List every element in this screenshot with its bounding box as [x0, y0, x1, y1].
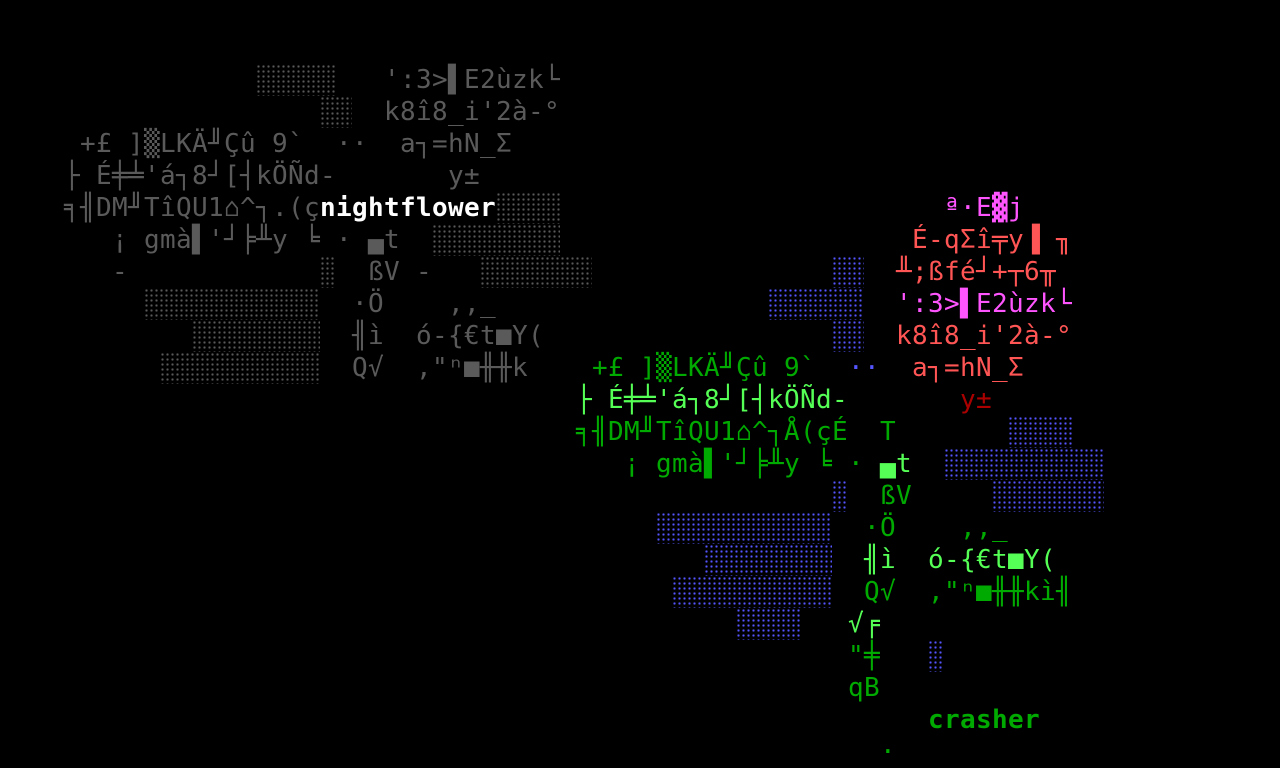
shade-block [832, 480, 848, 512]
glyph-row: ▄t [880, 449, 913, 479]
glyph-row: T [880, 417, 897, 447]
shade-block [768, 288, 864, 320]
glyph-row: ':3>▌E2ùzk└ [896, 289, 1073, 319]
shade-block [160, 352, 320, 384]
glyph-row: √╒ [848, 609, 881, 639]
glyph-row: ╕╢DM╜TîQU1⌂^┐.(ç [64, 193, 321, 223]
glyph-row: ,,_ [960, 513, 1009, 543]
player-name-right: crasher [928, 705, 1041, 735]
glyph-row: ª·E▓j [944, 193, 1025, 223]
shade-block [1008, 416, 1072, 448]
shade-block [672, 576, 832, 608]
glyph-row: ó-{€t■Y( [928, 545, 1057, 575]
glyph-row: +£ ]▒LKÄ╜Çû 9` [592, 353, 817, 383]
shade-block [944, 448, 1104, 480]
glyph-row: · [880, 737, 897, 767]
shade-block [656, 512, 832, 544]
glyph-row: y± [960, 385, 993, 415]
glyph-row: ¡ gmà▌'┘╞╨y ╘ · ▄t [112, 225, 401, 255]
shade-block [832, 256, 864, 288]
shade-block [432, 224, 560, 256]
glyph-row: - [112, 257, 129, 287]
glyph-row: k8î8_i'2à-° [384, 97, 561, 127]
shade-block [144, 288, 320, 320]
shade-block [192, 320, 320, 352]
glyph-row: ¡ gmà▌'┘╞╨y ╘ · [624, 449, 865, 479]
glyph-row: É-qΣî╤y▐ ╖ [912, 225, 1073, 255]
glyph-row: ,"ⁿ■╫╫k [416, 353, 529, 383]
glyph-row: ,,_ [448, 289, 497, 319]
glyph-row: k8î8_i'2à-° [896, 321, 1073, 351]
glyph-row: ·· [848, 353, 881, 383]
glyph-row: ßV [880, 481, 913, 511]
glyph-row: "╪ [848, 641, 881, 671]
glyph-row: ·· [336, 129, 369, 159]
glyph-row: Q√ [864, 577, 897, 607]
shade-block [992, 480, 1104, 512]
shade-block [256, 64, 336, 96]
glyph-row: ó-{€t■Y( [416, 321, 545, 351]
shade-block [496, 192, 560, 224]
shade-block [704, 544, 832, 576]
shade-block [832, 320, 864, 352]
glyph-row: qB [848, 673, 881, 703]
glyph-row: ,"ⁿ■╫╫kì╢ [928, 577, 1073, 607]
glyph-row: +£ ]▒LKÄ╜Çû 9` [80, 129, 305, 159]
shade-block [320, 96, 352, 128]
glyph-row: ├ É╪╧'á┐8┘[┤kÖÑd- [64, 161, 337, 191]
glyph-row: ╨;ßfé┘+┬6╥ [896, 257, 1057, 287]
shade-block [928, 640, 944, 672]
glyph-row: ·Ö [352, 289, 385, 319]
glyph-row: y± [448, 161, 481, 191]
glyph-row: ':3>▌E2ùzk└ [384, 65, 561, 95]
glyph-row: a┐=hN_Σ [400, 129, 513, 159]
shade-block [320, 256, 336, 288]
glyph-row: ╢ì [864, 545, 897, 575]
shade-block [736, 608, 800, 640]
glyph-row: - [416, 257, 433, 287]
glyph-row: ╢ì [352, 321, 385, 351]
glyph-row: ╕╢DM╜TîQU1⌂^┐Å(çÉ [576, 417, 849, 447]
glyph-row: Q√ [352, 353, 385, 383]
shade-block [480, 256, 592, 288]
glyph-row: a┐=hN_Σ [912, 353, 1025, 383]
player-name-left: nightflower [320, 193, 497, 223]
glyph-row: ·Ö [864, 513, 897, 543]
glyph-row: ├ É╪╧'á┐8┘[┤kÖÑd- [576, 385, 849, 415]
glyph-row: ßV [368, 257, 401, 287]
